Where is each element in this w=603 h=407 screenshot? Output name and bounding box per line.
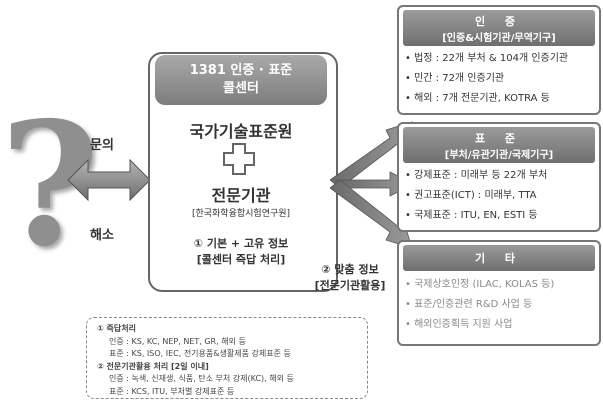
cert-item: • 법정 : 22개 부처 & 104개 인증기관 [405,53,569,64]
expert-org: 전문기관 [211,186,271,205]
call-center-header-line2: 콜센터 [223,81,259,96]
note-line: 인증 : 녹색, 신재생, 식품, 탄소 부처 강제(KC), 해외 등 [109,374,294,383]
cert-title: 인 증 [474,14,524,28]
note-line: 표준 : KCS, ITU, 부처별 강제표준 등 [109,386,235,396]
double-arrow-icon [67,158,151,202]
note-line: 표준 : KS, ISO, IEC, 전기용품&생활제품 강제표준 등 [109,349,291,358]
note-heading-1: ① 즉답처리 [97,324,136,333]
cert-item: • 민간 : 72개 인증기관 [405,73,505,84]
etc-item: • 국제상호인정 (ILAC, KOLAS 등) [405,279,555,290]
step2-title: ② 맞춤 정보 [321,263,379,276]
std-header: 표 준 [부처/유관기관/국제기구] [403,127,595,163]
cert-list: • 법정 : 22개 부처 & 104개 인증기관 • 민간 : 72개 인증기… [399,46,599,109]
etc-item: • 해외인증획득 지원 사업 [405,319,513,330]
expert-org-detail: [한국화학융합시험연구원] [191,209,291,219]
etc-box: 기 타 • 국제상호인정 (ILAC, KOLAS 등) • 표준/인증관련 R… [397,240,601,346]
std-box: 표 준 [부처/유관기관/국제기구] • 강제표준 : 미래부 등 22개 부처… [397,122,601,232]
etc-header: 기 타 [403,245,595,271]
std-item: • 권고표준(ICT) : 미래부, TTA [405,190,537,201]
step1-detail: [콜센터 즉답 처리] [196,253,286,266]
step1-title: ① 기본 + 고유 정보 [193,237,289,250]
std-title: 표 준 [474,131,524,145]
resolve-label: 해소 [90,228,114,243]
std-subtitle: [부처/유관기관/국제기구] [444,149,554,161]
step2-label: ② 맞춤 정보 [전문기관활용] [300,262,400,294]
std-item: • 국제표준 : ITU, EN, ESTI 등 [405,210,538,221]
etc-list: • 국제상호인정 (ILAC, KOLAS 등) • 표준/인증관련 R&D 사… [399,271,599,335]
cert-item: • 해외 : 7개 전문기관, KOTRA 등 [405,93,550,104]
org-name: 국가기술표준원 [189,122,293,141]
call-center-header-line1: 1381 인증 · 표준 [189,63,293,78]
inquiry-label: 문의 [90,138,114,153]
std-list: • 강제표준 : 미래부 등 22개 부처 • 권고표준(ICT) : 미래부,… [399,163,599,226]
process-note-box: ① 즉답처리 인증 : KS, KC, NEP, NET, GR, 해외 등 표… [86,317,368,399]
cert-box: 인 증 [인증&시험기관/무역기구] • 법정 : 22개 부처 & 104개 … [397,5,601,115]
cert-subtitle: [인증&시험기관/무역기구] [442,32,556,44]
etc-item: • 표준/인증관련 R&D 사업 등 [405,299,533,310]
plus-icon [223,143,255,175]
note-line: 인증 : KS, KC, NEP, NET, GR, 해외 등 [109,336,246,346]
note-heading-2: ② 전문기관활용 처리 [2일 이내] [97,361,209,371]
branch-arrows-icon [330,121,415,249]
step1-label: ① 기본 + 고유 정보 [콜센터 즉답 처리] [150,236,332,268]
call-center-header: 1381 인증 · 표준 콜센터 [155,55,327,105]
cert-header: 인 증 [인증&시험기관/무역기구] [403,10,595,46]
etc-title: 기 타 [474,252,524,265]
step2-detail: [전문기관활용] [314,279,386,292]
std-item: • 강제표준 : 미래부 등 22개 부처 [405,170,548,181]
